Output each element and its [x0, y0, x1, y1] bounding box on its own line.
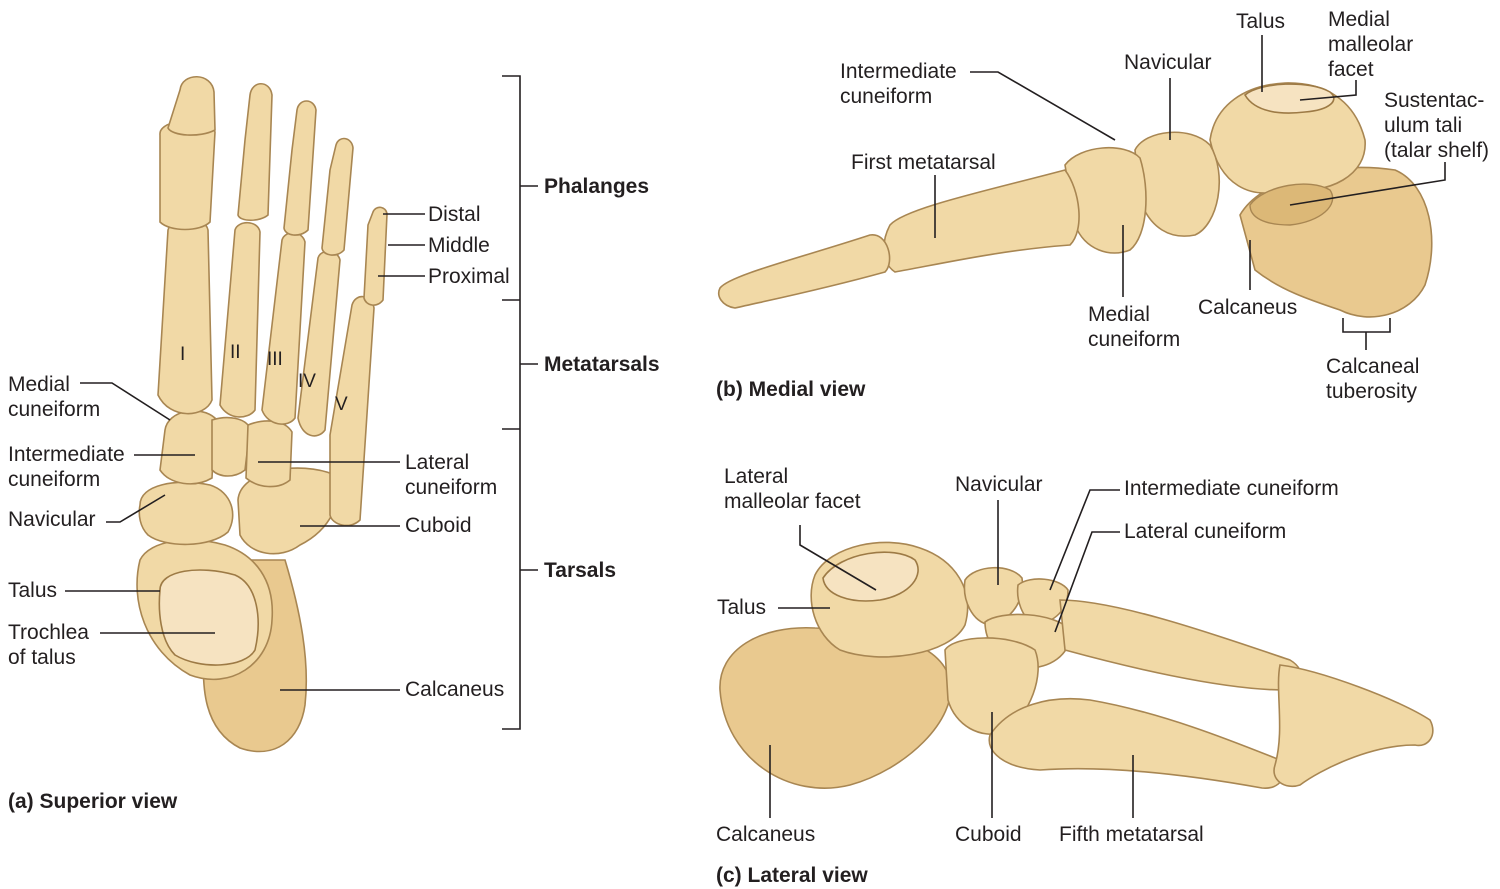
phalanx-3-superior — [283, 100, 317, 236]
medial-cuneiform-superior — [159, 410, 216, 485]
label-talus-a: Talus — [8, 579, 58, 602]
metatarsal-4-superior — [297, 250, 341, 437]
label-cuboid-c: Cuboid — [955, 823, 1022, 846]
caption-superior: (a) Superior view — [8, 790, 178, 813]
label-intermediate-cuneiform-c: Intermediate cuneiform — [1124, 477, 1339, 500]
metatarsal-3-superior — [261, 231, 306, 425]
label-navicular-a: Navicular — [8, 508, 96, 531]
label-line: Lateral — [405, 451, 470, 474]
metatarsal-5-superior — [329, 295, 375, 527]
lateral-cuneiform-superior — [245, 420, 293, 488]
label-line: malleolar facet — [724, 490, 861, 513]
label-line: facet — [1328, 58, 1374, 81]
intermediate-cuneiform-lateral — [1016, 578, 1069, 626]
roman-numeral-4: IV — [298, 371, 316, 392]
superior-leaders — [65, 213, 425, 691]
label-line: cuneiform — [840, 85, 933, 108]
label-line: ulum tali — [1384, 114, 1463, 137]
roman-numeral-1: I — [180, 344, 186, 365]
label-talus-b: Talus — [1236, 10, 1286, 33]
label-line: cuneiform — [405, 476, 498, 499]
phalanges-medial — [718, 234, 891, 309]
label-first-metatarsal: First metatarsal — [851, 151, 996, 174]
group-phalanges: Phalanges — [544, 175, 650, 198]
label-line: Trochlea — [8, 621, 89, 644]
group-metatarsals: Metatarsals — [544, 353, 660, 376]
label-calcaneus-c: Calcaneus — [716, 823, 816, 846]
medial-cuneiform-medial — [1064, 146, 1147, 254]
trochlea-superior — [158, 569, 259, 666]
intermediate-cuneiform-superior — [211, 416, 251, 477]
label-navicular-b: Navicular — [1124, 51, 1212, 74]
navicular-medial — [1134, 131, 1221, 237]
medial-foot-drawing — [718, 82, 1433, 318]
navicular-superior — [138, 481, 234, 546]
phalanx-5-superior — [363, 206, 388, 306]
fifth-metatarsal-lateral — [988, 697, 1285, 789]
first-metatarsal-medial — [883, 169, 1080, 273]
label-line: Intermediate — [8, 443, 125, 466]
metatarsal-1-superior — [157, 217, 213, 415]
label-middle: Middle — [428, 234, 490, 257]
label-navicular-c: Navicular — [955, 473, 1043, 496]
navicular-lateral — [963, 566, 1024, 626]
metatarsal-2-superior — [219, 221, 261, 418]
label-line: malleolar — [1328, 33, 1414, 56]
phalanx-1-superior — [159, 119, 216, 231]
label-line: Medial — [1328, 8, 1390, 31]
label-cuboid-a: Cuboid — [405, 514, 472, 537]
caption-medial: (b) Medial view — [716, 378, 866, 401]
label-line: tuberosity — [1326, 380, 1418, 403]
phalanx-2-superior — [237, 82, 273, 222]
label-line: of talus — [8, 646, 76, 669]
label-distal: Distal — [428, 203, 481, 226]
roman-numeral-3: III — [267, 349, 283, 370]
lateral-malleolar-facet — [822, 551, 919, 602]
label-line: Calcaneal — [1326, 355, 1420, 378]
label-talus-c: Talus — [717, 596, 767, 619]
label-line: cuneiform — [8, 398, 101, 421]
lateral-foot-drawing — [719, 541, 1434, 789]
phalanx-4-superior — [321, 137, 354, 256]
label-calcaneus-b: Calcaneus — [1198, 296, 1298, 319]
label-sustentaculum-tali: Sustentac-ulum tali(talar shelf) — [1384, 88, 1489, 163]
caption-lateral: (c) Lateral view — [716, 864, 868, 887]
medial-malleolar-facet — [1243, 83, 1335, 114]
metatarsals-lateral — [1059, 599, 1302, 691]
label-line: Sustentac- — [1384, 89, 1485, 112]
cuboid-lateral — [944, 637, 1039, 735]
label-line: cuneiform — [8, 468, 101, 491]
superior-foot-drawing — [136, 76, 388, 753]
phalanx-1-distal — [167, 76, 216, 136]
label-line: Medial — [8, 373, 70, 396]
group-bracket — [502, 75, 538, 730]
label-line: Medial — [1088, 303, 1150, 326]
label-line: (talar shelf) — [1384, 139, 1490, 162]
group-tarsals: Tarsals — [544, 559, 616, 582]
medial-leaders — [934, 35, 1446, 350]
label-fifth-metatarsal: Fifth metatarsal — [1059, 823, 1204, 846]
roman-numeral-5: V — [335, 394, 348, 415]
label-line: cuneiform — [1088, 328, 1181, 351]
lateral-leaders — [769, 489, 1134, 818]
label-calcaneus-a: Calcaneus — [405, 678, 505, 701]
roman-numeral-2: II — [230, 342, 241, 363]
label-lateral-cuneiform-c: Lateral cuneiform — [1124, 520, 1287, 543]
label-line: Intermediate — [840, 60, 957, 83]
label-proximal: Proximal — [428, 265, 510, 288]
phalanges-lateral — [1273, 664, 1434, 787]
label-line: Lateral — [724, 465, 789, 488]
